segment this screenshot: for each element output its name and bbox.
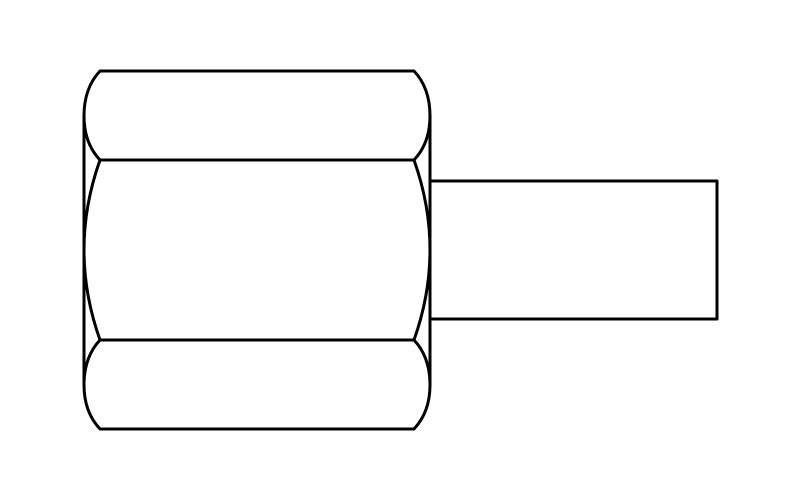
shaft-stub bbox=[428, 179, 719, 321]
hex-nut-lower-facet bbox=[82, 338, 432, 431]
hex-nut-middle-facet bbox=[82, 158, 432, 342]
hex-nut-upper-facet bbox=[82, 69, 432, 162]
hex-nut-body bbox=[82, 69, 432, 431]
